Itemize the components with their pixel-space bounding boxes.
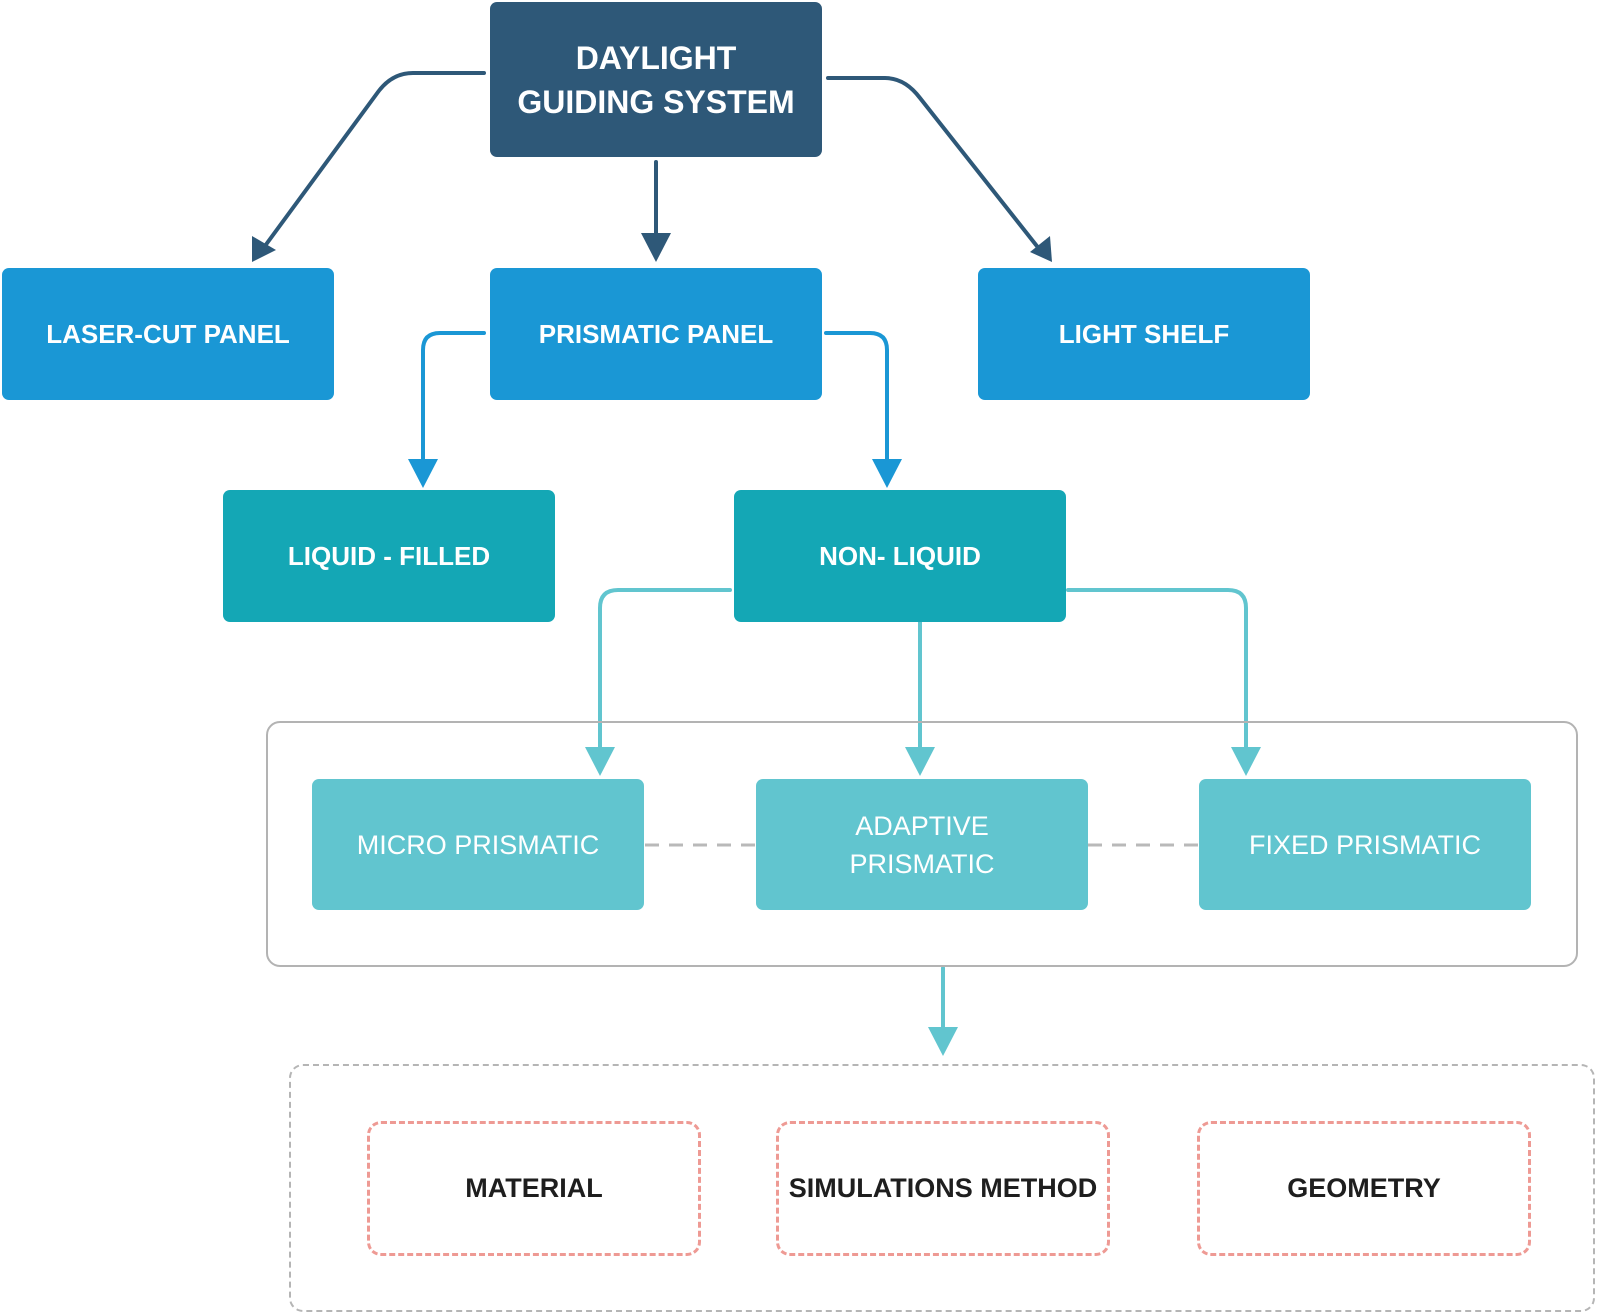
arrowhead-non-liquid [872, 459, 902, 488]
node-prismatic-panel: PRISMATIC PANEL [490, 268, 822, 400]
factors-group [289, 1064, 1595, 1312]
root-title-line1: DAYLIGHT [575, 39, 737, 76]
arrowhead-prismatic [641, 233, 671, 262]
arrowhead-laser-cut [252, 236, 276, 262]
root-title-line2: GUIDING SYSTEM [517, 83, 795, 120]
connector-prismatic-liquid [421, 331, 486, 472]
root-daylight-guiding-system: DAYLIGHT GUIDING SYSTEM [490, 2, 822, 157]
label-adaptive-line1: ADAPTIVE [855, 810, 989, 841]
connector-prismatic-non-liquid [824, 331, 889, 472]
label-laser-cut-panel: LASER-CUT PANEL [46, 318, 290, 349]
node-liquid-filled: LIQUID - FILLED [223, 490, 555, 622]
arrowhead-micro [585, 747, 615, 776]
connector-non-liquid-micro [598, 588, 732, 757]
factor-material: MATERIAL [367, 1121, 701, 1256]
arrowhead-light-shelf [1030, 236, 1052, 262]
label-micro-prismatic: MICRO PRISMATIC [356, 829, 600, 860]
prismatic-types-group [266, 721, 1578, 967]
factor-simulations-method: SIMULATIONS METHOD [776, 1121, 1110, 1256]
label-liquid-filled: LIQUID - FILLED [287, 540, 491, 571]
node-light-shelf: LIGHT SHELF [978, 268, 1310, 400]
label-non-liquid: NON- LIQUID [819, 540, 981, 571]
factor-geometry: GEOMETRY [1197, 1121, 1531, 1256]
node-fixed-prismatic: FIXED PRISMATIC [1199, 779, 1531, 910]
arrowhead-fixed [1231, 747, 1261, 776]
label-geometry: GEOMETRY [1287, 1173, 1441, 1203]
node-laser-cut-panel: LASER-CUT PANEL [2, 268, 334, 400]
node-non-liquid: NON- LIQUID [734, 490, 1066, 622]
label-simulations-line1: SIMULATIONS [788, 1173, 973, 1203]
connector-non-liquid-fixed [1066, 588, 1248, 757]
connector-root-light-shelf [826, 76, 1042, 252]
label-material: MATERIAL [465, 1173, 603, 1203]
node-adaptive-prismatic: ADAPTIVE PRISMATIC [756, 779, 1088, 910]
label-fixed-prismatic: FIXED PRISMATIC [1248, 829, 1482, 860]
node-micro-prismatic: MICRO PRISMATIC [312, 779, 644, 910]
connector-root-laser-cut [260, 71, 486, 252]
label-simulations-line2: METHOD [980, 1173, 1098, 1203]
arrowhead-factors [928, 1027, 958, 1056]
label-adaptive-line2: PRISMATIC [849, 848, 995, 879]
arrowhead-liquid [408, 459, 438, 488]
label-prismatic-panel: PRISMATIC PANEL [538, 318, 774, 349]
arrowhead-adaptive [905, 747, 935, 776]
label-light-shelf: LIGHT SHELF [1058, 318, 1230, 349]
